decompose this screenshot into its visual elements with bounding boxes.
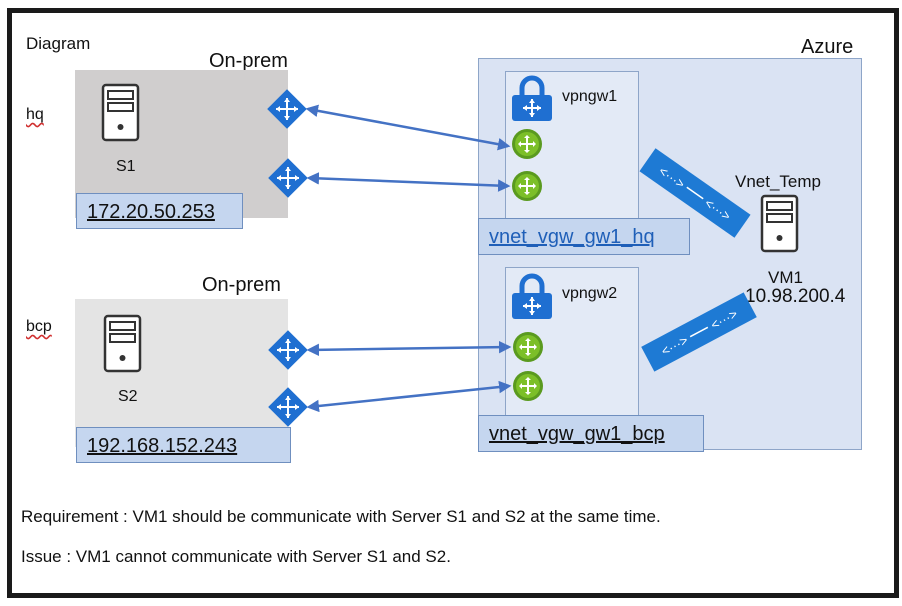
tunnel-arrow-bcp-2 (306, 380, 512, 413)
server-icon (760, 194, 799, 253)
gateway-instance-icon (513, 332, 543, 362)
tunnel-arrow-hq-1 (305, 104, 511, 151)
server-icon (103, 314, 142, 373)
vm-name: VM1 (768, 268, 803, 287)
requirement-text: Requirement : VM1 should be communicate … (21, 507, 661, 526)
site-label-hq: hq (26, 106, 44, 123)
gateway-instance-icon (512, 171, 542, 201)
ip-box-s1: 172.20.50.253 (76, 193, 243, 229)
diagram-graphics: <···> <···> <···> <···> (101, 75, 799, 427)
connection-box-bcp: vnet_vgw_gw1_bcp (478, 415, 704, 452)
connection-text-bcp: vnet_vgw_gw1_bcp (489, 423, 665, 445)
vnet-peering-icon: <···> <···> (641, 292, 757, 372)
router-icon (268, 330, 308, 370)
diagram-frame: Diagram On-prem hq On-prem bcp Azure vpn… (7, 8, 899, 598)
site-label-bcp: bcp (26, 318, 52, 335)
vpn-gateway-lock-icon (512, 75, 552, 121)
onprem-bcp-label: On-prem (202, 274, 281, 296)
gateway-instance-icon (512, 129, 542, 159)
ip-box-s2: 192.168.152.243 (76, 427, 291, 463)
tunnel-arrow-hq-2 (306, 172, 511, 192)
ip-text-s2: 192.168.152.243 (87, 435, 238, 457)
router-icon (267, 89, 307, 129)
azure-label: Azure (801, 36, 854, 58)
gateway-name-vpngw2: vpngw2 (562, 285, 618, 302)
onprem-hq-label: On-prem (209, 50, 288, 72)
tunnel-arrow-bcp-1 (306, 340, 512, 357)
vnet-name: Vnet_Temp (735, 172, 821, 191)
vnet-peering-icon: <···> <···> (639, 148, 751, 238)
server-icon (101, 83, 140, 142)
vm-ip: 10.98.200.4 (745, 286, 846, 307)
issue-text: Issue : VM1 cannot communicate with Serv… (21, 547, 451, 566)
gateway-instance-icon (513, 371, 543, 401)
server-label-s1: S1 (116, 158, 136, 175)
connection-text-hq[interactable]: vnet_vgw_gw1_hq (489, 226, 655, 248)
router-icon (268, 158, 308, 198)
router-icon (268, 387, 308, 427)
server-label-s2: S2 (118, 388, 138, 405)
vpn-gateway-lock-icon (512, 273, 552, 319)
gateway-name-vpngw1: vpngw1 (562, 88, 618, 105)
ip-text-s1: 172.20.50.253 (87, 201, 215, 223)
connection-link-hq[interactable]: vnet_vgw_gw1_hq (478, 218, 690, 255)
diagram-label: Diagram (26, 34, 91, 53)
